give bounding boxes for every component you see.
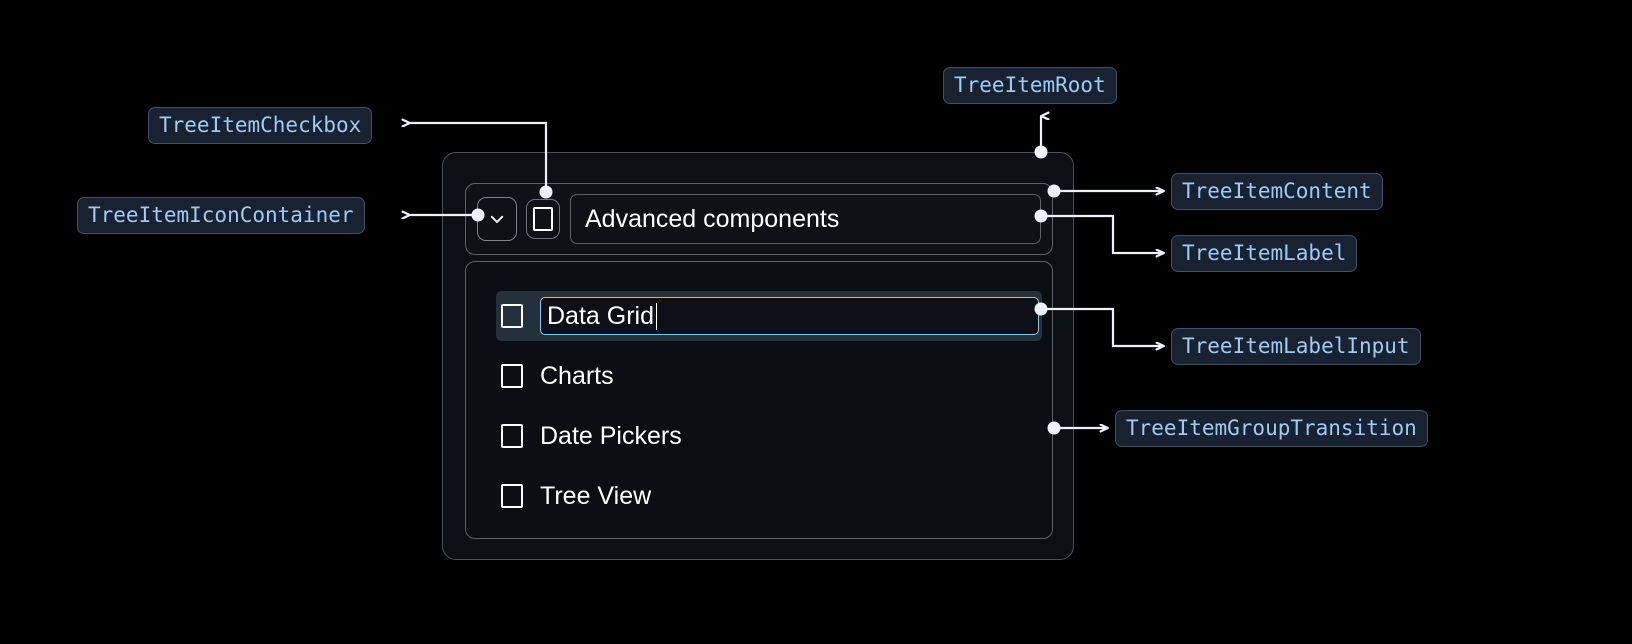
tree-item-root[interactable]: Advanced components Data Grid Charts Dat… bbox=[442, 152, 1074, 560]
chevron-down-icon bbox=[490, 215, 504, 223]
annotation-chip-tree-item-icon-container: TreeItemIconContainer bbox=[77, 197, 365, 234]
tree-item-child-charts[interactable]: Charts bbox=[496, 351, 1042, 401]
tree-item-label-input[interactable]: Data Grid bbox=[540, 297, 1039, 335]
checkbox-square-icon bbox=[533, 207, 553, 231]
tree-item-group-transition: Data Grid Charts Date Pickers Tree View bbox=[465, 261, 1053, 539]
tree-item-checkbox[interactable] bbox=[501, 484, 523, 508]
tree-item-label: Charts bbox=[540, 361, 614, 390]
tree-item-checkbox[interactable] bbox=[526, 199, 560, 239]
tree-item-child-tree-view[interactable]: Tree View bbox=[496, 471, 1042, 521]
tree-item-checkbox[interactable] bbox=[501, 364, 523, 388]
tree-item-checkbox[interactable] bbox=[501, 304, 523, 328]
annotation-chip-tree-item-group-transition: TreeItemGroupTransition bbox=[1115, 410, 1428, 447]
annotation-chip-tree-item-label-input: TreeItemLabelInput bbox=[1171, 328, 1421, 365]
label-input-value: Data Grid bbox=[547, 301, 654, 330]
annotation-chip-tree-item-label: TreeItemLabel bbox=[1171, 235, 1358, 272]
tree-item-label: Tree View bbox=[540, 481, 652, 510]
annotation-chip-tree-item-root: TreeItemRoot bbox=[943, 67, 1117, 104]
annotation-chip-tree-item-content: TreeItemContent bbox=[1171, 173, 1383, 210]
annotation-chip-tree-item-checkbox: TreeItemCheckbox bbox=[148, 107, 373, 144]
tree-item-label: Date Pickers bbox=[540, 421, 682, 450]
tree-item-checkbox[interactable] bbox=[501, 424, 523, 448]
tree-item-label[interactable]: Advanced components bbox=[570, 194, 1041, 244]
tree-item-child-data-grid[interactable]: Data Grid bbox=[496, 291, 1042, 341]
tree-item-child-date-pickers[interactable]: Date Pickers bbox=[496, 411, 1042, 461]
text-caret bbox=[655, 302, 658, 330]
tree-item-content[interactable]: Advanced components bbox=[465, 183, 1053, 255]
tree-item-icon-container[interactable] bbox=[477, 197, 517, 241]
tree-item-label-text: Advanced components bbox=[585, 204, 840, 233]
